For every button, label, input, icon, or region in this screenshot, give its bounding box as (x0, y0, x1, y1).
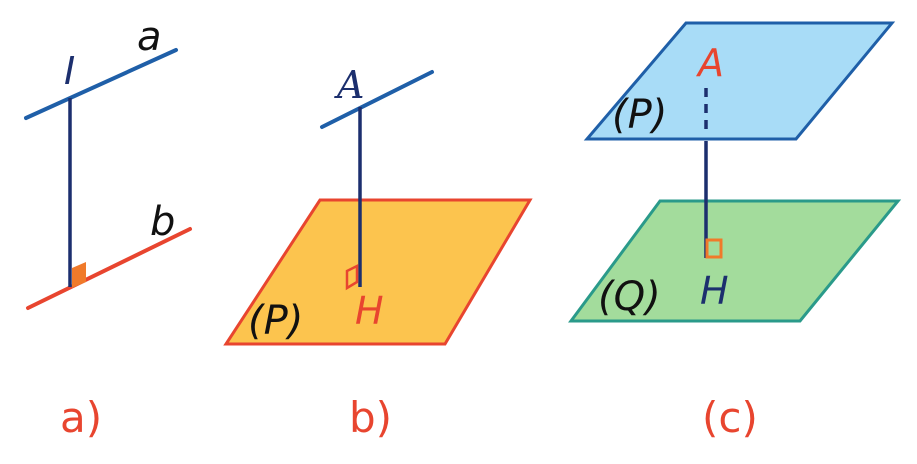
panel-a: a b I a) (24, 14, 192, 442)
right-angle-marker (72, 262, 86, 288)
right-angle-marker (705, 238, 723, 259)
plane-q-label: (Q) (598, 274, 661, 320)
foot-h-label: H (700, 269, 729, 313)
plane-p (583, 21, 896, 141)
point-a-label: A (695, 41, 724, 85)
panel-c: A H (P) (Q) (c) (568, 21, 902, 442)
panel-b: A H (P) b) (223, 63, 533, 442)
line-b (26, 227, 192, 310)
caption-b: b) (349, 393, 392, 442)
plane-q (568, 199, 902, 323)
point-a-label: A (334, 63, 364, 107)
line-a-label: a (137, 14, 162, 60)
point-i-label: I (64, 49, 75, 93)
plane-p (223, 198, 533, 346)
line-a (24, 48, 178, 120)
foot-h-label: H (355, 289, 384, 333)
plane-p-label: (P) (248, 298, 303, 344)
right-angle-marker (345, 263, 359, 291)
caption-a: a) (60, 393, 102, 442)
line-through-a (320, 70, 434, 129)
caption-c: (c) (702, 393, 758, 442)
line-b-label: b (150, 199, 175, 245)
plane-p-label: (P) (612, 92, 667, 138)
